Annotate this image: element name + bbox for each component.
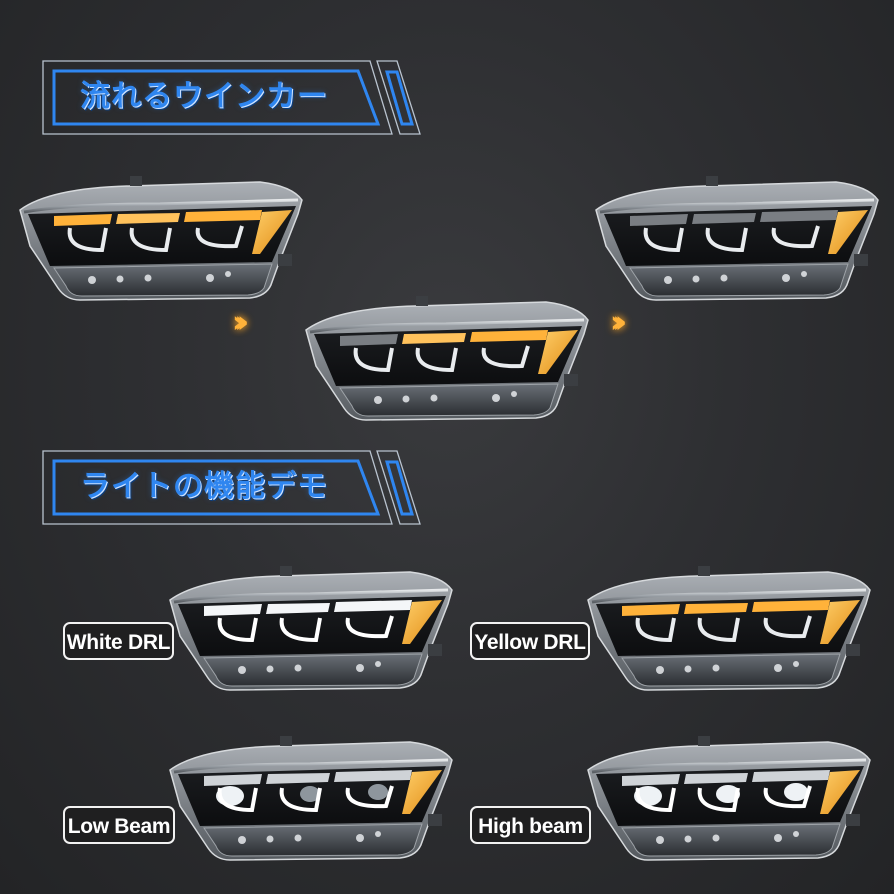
label-yellow-drl: Yellow DRL	[470, 622, 590, 660]
headlight-yellow-drl	[578, 560, 878, 710]
label-white-drl: White DRL	[63, 622, 174, 660]
section-banner-light-function-demo: ライトの機能デモ	[40, 448, 440, 528]
headlight-low-beam	[160, 730, 460, 880]
banner-frame-icon	[42, 60, 421, 135]
headlight-frame-2	[296, 290, 596, 440]
headlight-white-drl	[160, 560, 460, 710]
label-high-beam: High beam	[470, 806, 591, 844]
headlight-frame-3	[586, 170, 886, 320]
section-title: 流れるウインカー	[80, 79, 328, 114]
section-banner-sequential-turn-signal: 流れるウインカー	[40, 58, 440, 138]
label-low-beam: Low Beam	[63, 806, 175, 844]
headlight-frame-1	[10, 170, 310, 320]
banner-frame-icon	[42, 450, 421, 525]
chevron-right-triple-icon: ›››	[232, 305, 249, 340]
headlight-high-beam	[578, 730, 878, 880]
section-title: ライトの機能デモ	[80, 469, 328, 504]
